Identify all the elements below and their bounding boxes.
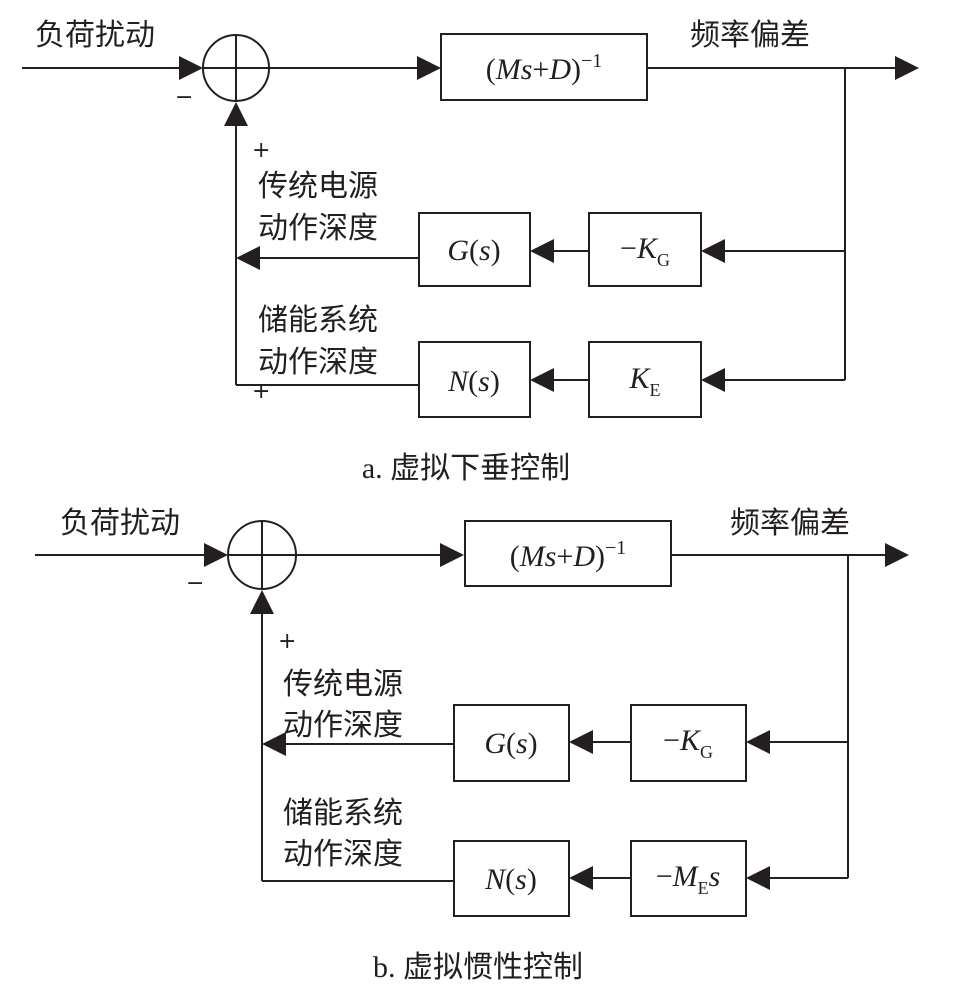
feedback-return-arrow-a — [224, 102, 248, 126]
g-block-a — [418, 212, 531, 287]
ke-block-a — [588, 341, 702, 418]
kg-input-arrow-b — [746, 730, 770, 754]
kg-input-arrow-a — [701, 239, 725, 263]
g-label-a: G(s) — [447, 234, 500, 267]
panel-a: 负荷扰动 − (Ms+D)−1 频率偏差 −KG G(s) 传统电源 — [22, 18, 919, 486]
output-arrow-b — [885, 543, 909, 567]
conventional-label-line1-b: 传统电源 — [283, 667, 403, 702]
plus-sign-bottom-a: + — [252, 379, 270, 404]
load-disturbance-label-b: 负荷扰动 — [60, 506, 180, 541]
g-input-arrow-b — [569, 730, 593, 754]
storage-label-line1-b: 储能系统 — [283, 796, 403, 831]
plant-input-arrow-b — [440, 543, 464, 567]
kg-label-a: −KG — [620, 232, 670, 270]
me-block-b — [630, 840, 747, 917]
storage-label-line2-a: 动作深度 — [258, 345, 378, 380]
kg-block-b — [630, 704, 747, 782]
g-input-arrow-a — [530, 239, 554, 263]
me-label-b: −MEs — [656, 860, 721, 898]
g-label-b: G(s) — [484, 727, 537, 760]
storage-label-line2-b: 动作深度 — [283, 837, 403, 872]
plant-transfer-function-a: (Ms+D)−1 — [486, 50, 603, 86]
plant-input-arrow-a — [417, 56, 441, 80]
g-block-b — [453, 704, 570, 782]
plant-block-a — [440, 33, 648, 101]
conventional-label-line2-b: 动作深度 — [283, 708, 403, 743]
n-block-a — [418, 341, 531, 418]
n-input-arrow-b — [569, 866, 593, 890]
minus-sign-a: − — [175, 85, 193, 110]
input-arrow-a — [179, 56, 203, 80]
load-disturbance-label-a: 负荷扰动 — [35, 18, 155, 53]
caption-b: b. 虚拟惯性控制 — [373, 950, 583, 985]
n-input-arrow-a — [530, 368, 554, 392]
kg-block-a — [588, 212, 702, 287]
summing-junction-a — [202, 34, 270, 102]
me-input-arrow-b — [746, 866, 770, 890]
caption-a: a. 虚拟下垂控制 — [362, 451, 570, 486]
plus-sign-top-a: + — [252, 138, 270, 163]
input-arrow-b — [204, 543, 228, 567]
summing-junction-b — [227, 520, 297, 590]
frequency-deviation-label-b: 频率偏差 — [730, 506, 850, 541]
plant-block-b — [464, 520, 672, 587]
conventional-label-line1-a: 传统电源 — [258, 169, 378, 204]
n-block-b — [453, 840, 570, 917]
ke-input-arrow-a — [701, 368, 725, 392]
n-label-a: N(s) — [447, 365, 500, 398]
minus-sign-b: − — [186, 571, 204, 596]
plus-sign-top-b: + — [278, 629, 296, 654]
storage-label-line1-a: 储能系统 — [258, 303, 378, 338]
panel-b: 负荷扰动 − (Ms+D)−1 频率偏差 −KG G(s) 传统电源 动作深度 — [35, 506, 909, 985]
ke-label-a: KE — [628, 362, 660, 400]
g-output-arrow-b — [262, 732, 286, 756]
conventional-label-line2-a: 动作深度 — [258, 211, 378, 246]
output-arrow-a — [895, 56, 919, 80]
feedback-return-arrow-b — [250, 590, 274, 614]
plant-transfer-function-b: (Ms+D)−1 — [510, 537, 627, 573]
n-label-b: N(s) — [484, 863, 537, 896]
g-output-arrow-a — [236, 246, 260, 270]
kg-label-b: −KG — [663, 724, 713, 762]
frequency-deviation-label-a: 频率偏差 — [690, 18, 810, 53]
